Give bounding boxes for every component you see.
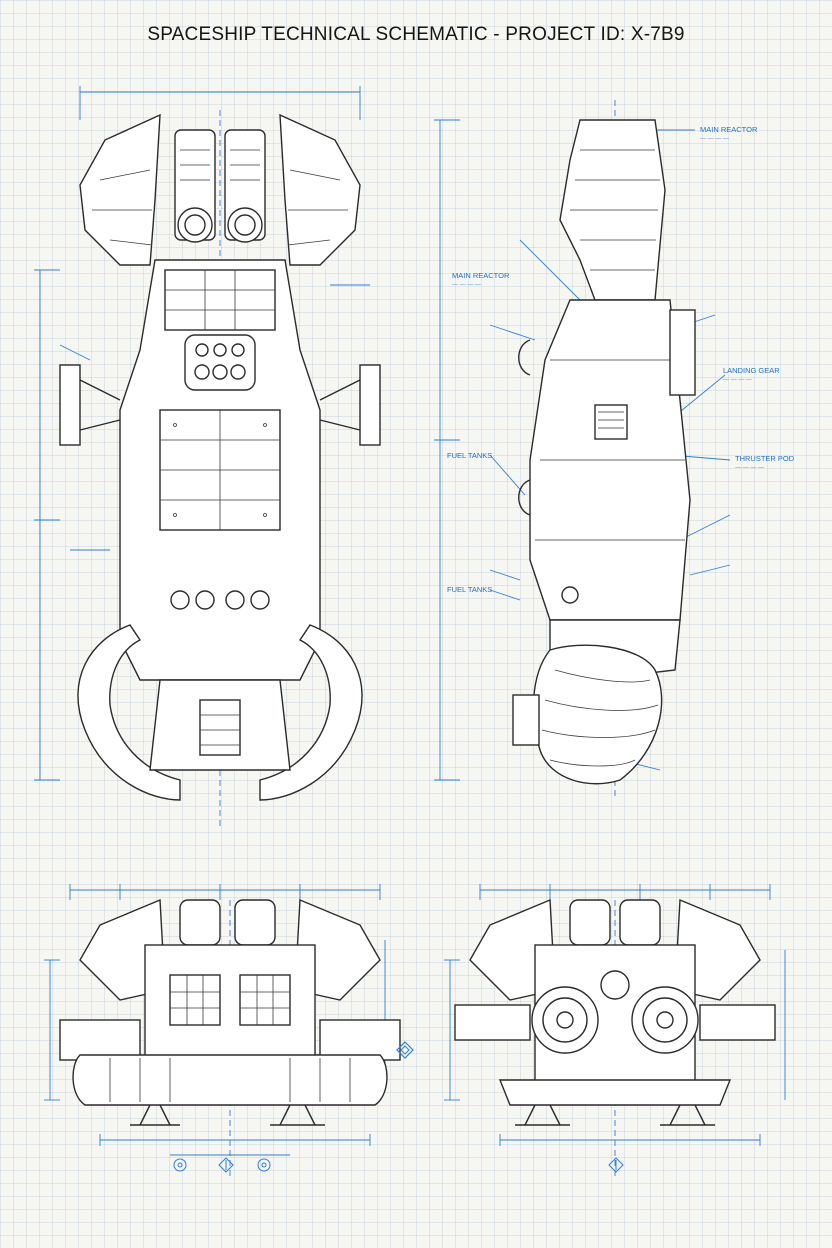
- crosshair-icon: [218, 1157, 234, 1173]
- top-rear-left-fin: [77, 624, 181, 801]
- side-thruster-module: [669, 309, 696, 396]
- top-reactor-cluster: [184, 334, 256, 391]
- top-right-thruster: [359, 364, 381, 446]
- top-view: [34, 86, 381, 830]
- side-view: [434, 100, 731, 800]
- rear-view: [444, 884, 786, 1180]
- top-left-thruster: [59, 364, 81, 446]
- rear-engine-left: [531, 986, 599, 1054]
- top-right-wing: [279, 113, 361, 266]
- label-landing-gear-sub: — — — —: [723, 377, 753, 383]
- side-rear-pod: [532, 644, 663, 785]
- crosshair-icon-2: [608, 1157, 624, 1173]
- label-main-reactor-top: MAIN REACTOR: [700, 125, 758, 134]
- front-engine-right: [234, 899, 276, 946]
- page-title: SPACESHIP TECHNICAL SCHEMATIC - PROJECT …: [147, 24, 685, 45]
- front-engine-left: [179, 899, 221, 946]
- top-rear-right-fin: [259, 624, 363, 801]
- label-landing-gear: LANDING GEAR: [723, 366, 780, 375]
- label-main-reactor-top-sub: — — — —: [700, 136, 730, 142]
- front-skid: [72, 1054, 388, 1106]
- label-main-reactor-sub: — — — —: [452, 282, 482, 288]
- label-thruster-pod: THRUSTER POD: [735, 454, 795, 463]
- compass-icon-2: [257, 1158, 271, 1172]
- label-main-reactor: MAIN REACTOR: [452, 271, 510, 280]
- diamond-marker-icon: [396, 1041, 414, 1059]
- top-left-wing: [79, 113, 161, 266]
- label-fuel-tanks-lower: FUEL TANKS: [447, 585, 493, 594]
- label-thruster-pod-sub: — — — —: [735, 465, 765, 471]
- compass-icon: [173, 1158, 187, 1172]
- rear-engine-right: [631, 986, 699, 1054]
- front-view: [44, 884, 401, 1180]
- label-fuel-tanks: FUEL TANKS: [447, 451, 493, 460]
